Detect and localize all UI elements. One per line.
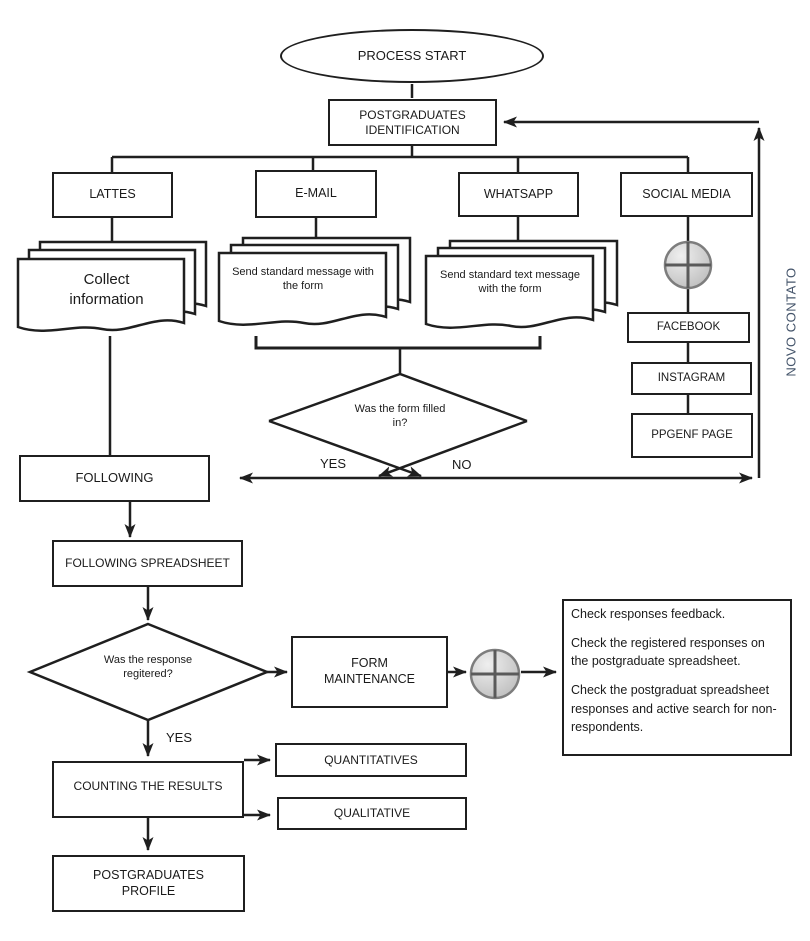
maintenance-note: Check the postgraduat spreadsheet respon… — [571, 683, 777, 734]
counting-results-node: COUNTING THE RESULTS — [52, 761, 244, 818]
quantitatives-label: QUANTITATIVES — [324, 752, 418, 767]
quantitatives-node: QUANTITATIVES — [275, 743, 467, 777]
document-stack-shape — [217, 236, 412, 326]
process-start-node: PROCESS START — [280, 29, 544, 83]
decision-form-label: Was the form filled in? — [354, 403, 446, 429]
postgraduates-identification-node: POSTGRADUATES IDENTIFICATION — [328, 99, 497, 146]
whatsapp-message-documents: Send standard text message with the form — [424, 239, 636, 344]
summing-junction-icon — [469, 648, 521, 700]
facebook-node: FACEBOOK — [627, 312, 750, 343]
channel-lattes-label: LATTES — [89, 187, 136, 202]
ppgenf-page-node: PPGENF PAGE — [631, 413, 753, 458]
channel-lattes-node: LATTES — [52, 172, 173, 218]
decision-form-top-edges — [268, 372, 528, 423]
maintenance-note: Check the registered responses on the po… — [571, 636, 765, 669]
facebook-label: FACEBOOK — [656, 321, 721, 334]
postgraduates-identification-label: POSTGRADUATES IDENTIFICATION — [359, 107, 466, 137]
channel-whatsapp-node: WHATSAPP — [458, 172, 579, 217]
summing-junction-icon — [663, 240, 713, 290]
document-stack-shape — [424, 239, 619, 329]
postgraduates-profile-node: POSTGRADUATES PROFILE — [52, 855, 245, 912]
email-message-documents: Send standard message with the form — [217, 236, 429, 341]
qualitative-node: QUALITATIVE — [277, 797, 467, 830]
following-node: FOLLOWING — [19, 455, 210, 502]
connectors — [26, 84, 765, 851]
channel-email-node: E-MAIL — [255, 170, 377, 218]
following-label: FOLLOWING — [75, 470, 154, 486]
channel-email-label: E-MAIL — [295, 186, 337, 201]
form-maintenance-label: FORM MAINTENANCE — [324, 656, 415, 686]
counting-results-label: COUNTING THE RESULTS — [73, 779, 223, 793]
process-start-label: PROCESS START — [357, 47, 467, 63]
instagram-label: INSTAGRAM — [657, 372, 726, 385]
maintenance-notes-box: Check responses feedback. Check the regi… — [562, 599, 792, 756]
instagram-node: INSTAGRAM — [631, 362, 752, 395]
form-maintenance-node: FORM MAINTENANCE — [291, 636, 448, 708]
channel-whatsapp-label: WHATSAPP — [483, 186, 554, 201]
email-message-label: Send standard message with the form — [232, 266, 374, 293]
document-stack-shape — [16, 240, 208, 332]
following-spreadsheet-label: FOLLOWING SPREADSHEET — [65, 556, 230, 570]
collect-information-label: Collect information — [69, 271, 144, 308]
decision-response-yes-label: YES — [166, 730, 193, 745]
maintenance-note: Check responses feedback. — [571, 607, 726, 621]
ppgenf-page-label: PPGENF PAGE — [651, 429, 733, 442]
decision-response-label: Was the response regitered? — [103, 654, 193, 680]
whatsapp-message-label: Send standard text message with the form — [439, 269, 581, 296]
decision-form-no-label: NO — [452, 457, 472, 472]
following-spreadsheet-node: FOLLOWING SPREADSHEET — [52, 540, 243, 587]
qualitative-label: QUALITATIVE — [333, 806, 411, 820]
channel-social-media-label: SOCIAL MEDIA — [642, 186, 731, 201]
channel-social-media-node: SOCIAL MEDIA — [620, 172, 753, 217]
novo-contato-label: NOVO CONTATO — [783, 267, 799, 377]
decision-form-yes-label: YES — [320, 456, 347, 471]
collect-information-documents: Collect information — [16, 240, 226, 345]
postgraduates-profile-label: POSTGRADUATES PROFILE — [93, 867, 204, 898]
